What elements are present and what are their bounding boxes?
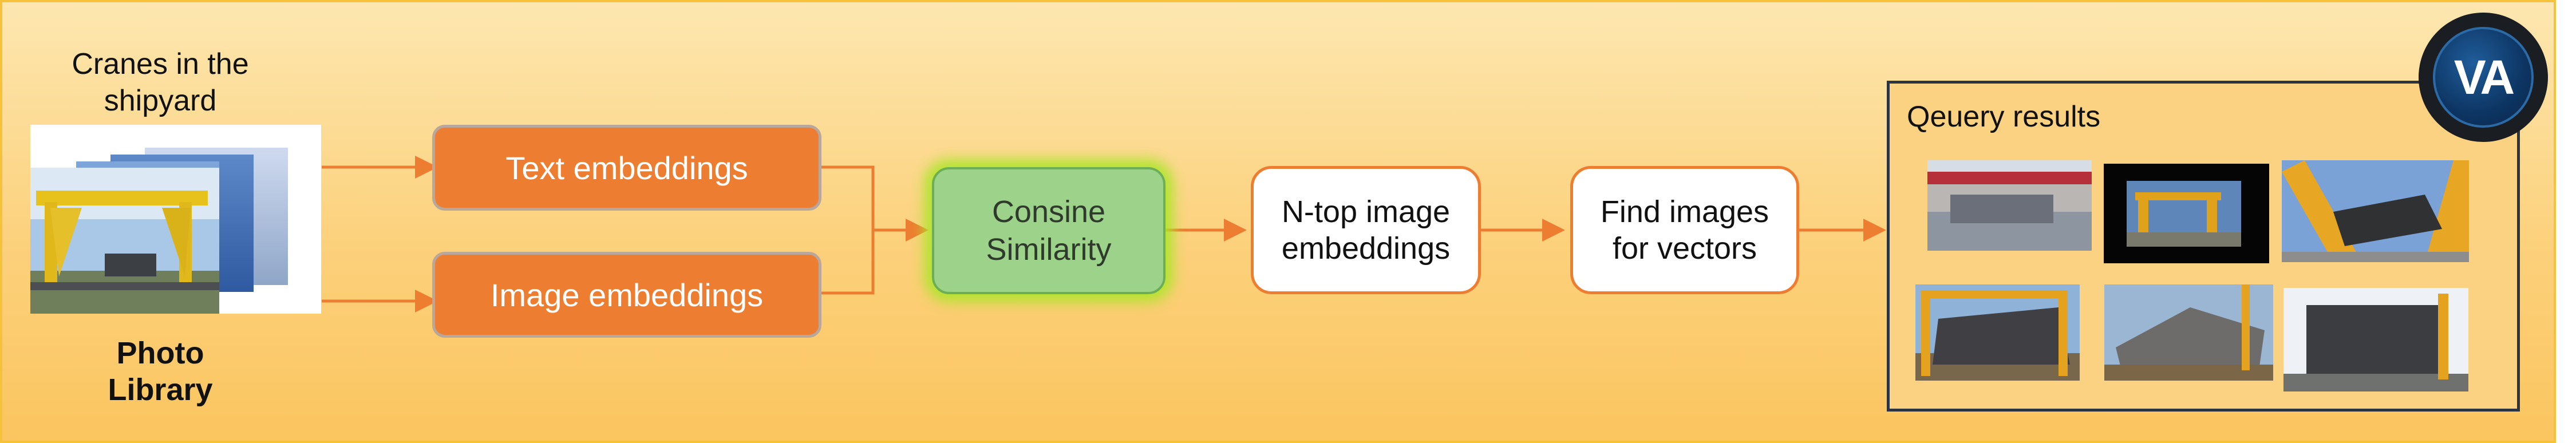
result-image-5 <box>2104 284 2273 381</box>
result-image-2 <box>2104 164 2269 263</box>
va-logo-text: VA <box>2453 50 2515 104</box>
result-image-4 <box>1915 284 2080 381</box>
find-images-box: Find images for vectors <box>1570 166 1799 294</box>
query-results-panel: Qeuery results <box>1887 81 2520 412</box>
source-caption: Cranes in the shipyard <box>72 48 249 117</box>
va-logo-mark: VA <box>2433 27 2534 128</box>
arrow-image-to-similarity <box>820 230 875 295</box>
result-image-6 <box>2283 288 2468 391</box>
cosine-similarity-box: Consine Similarity <box>932 167 1165 294</box>
photo-library-stack <box>30 125 321 314</box>
va-logo: VA <box>2419 13 2548 142</box>
query-results-title: Qeuery results <box>1907 100 2101 133</box>
result-image-3 <box>2282 160 2469 262</box>
image-embeddings-box: Image embeddings <box>432 252 821 338</box>
text-embeddings-box: Text embeddings <box>432 125 821 211</box>
arrow-text-to-similarity <box>820 165 929 242</box>
photo-library-label: Photo Library <box>108 336 213 407</box>
result-image-1 <box>1927 160 2092 251</box>
ntop-embeddings-box: N-top image embeddings <box>1251 166 1481 294</box>
crane-photo <box>30 168 219 314</box>
